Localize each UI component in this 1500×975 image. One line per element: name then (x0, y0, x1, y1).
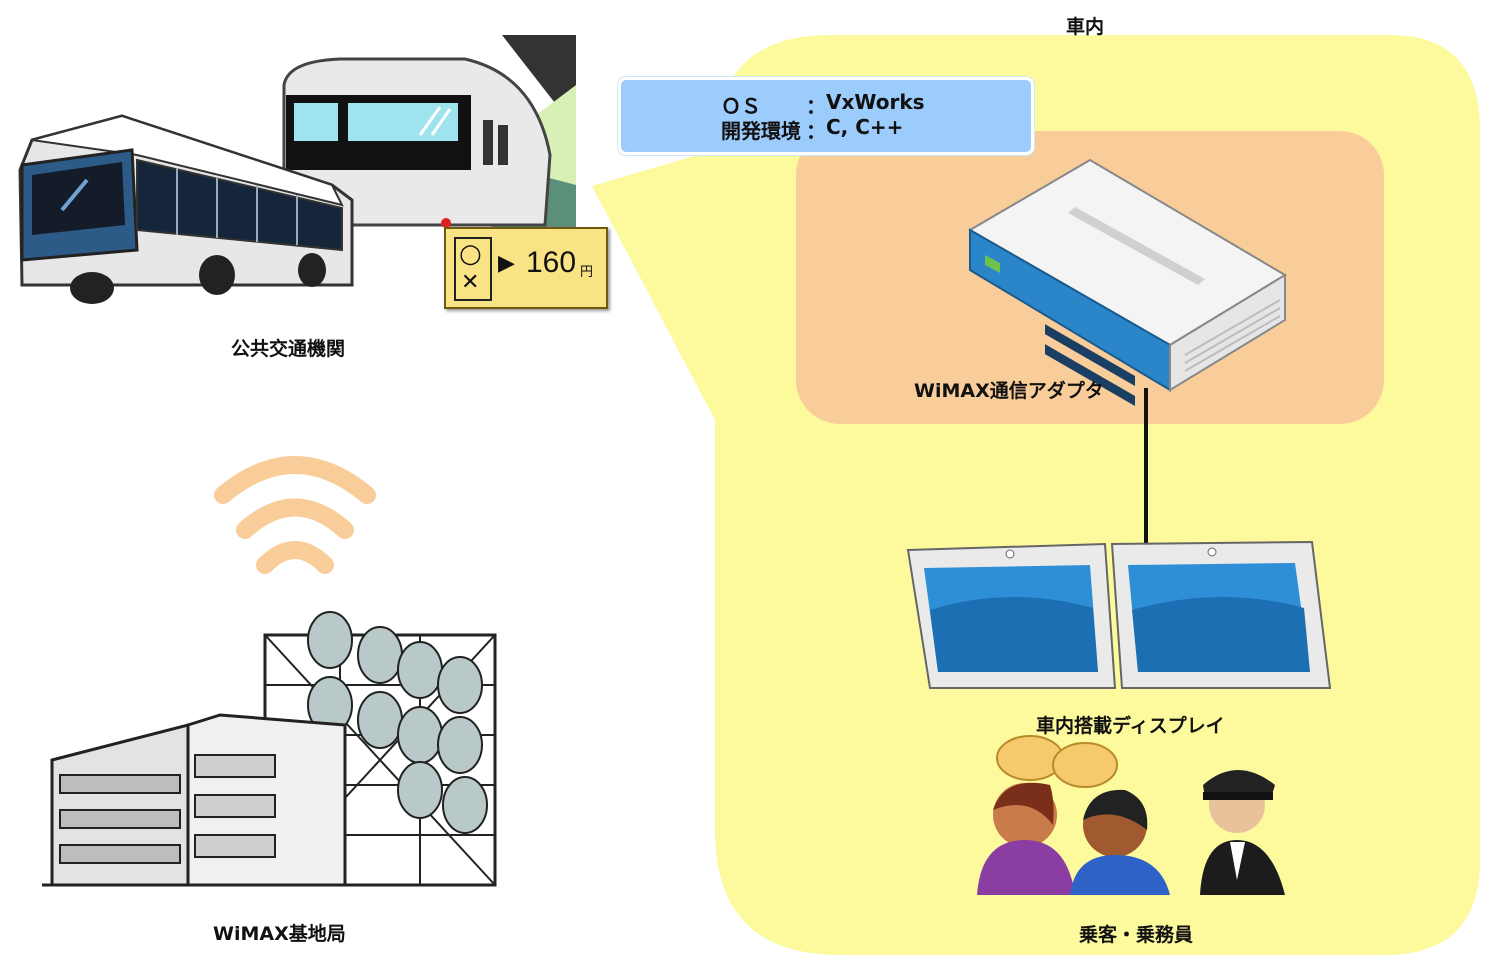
fare-sign: ○ ✕ ▶ 160 円 (444, 227, 608, 309)
display-label: 車内搭載ディスプレイ (1036, 715, 1225, 737)
connection-line (1144, 388, 1148, 544)
in-car-label: 車内 (1066, 16, 1105, 38)
public-transport-label: 公共交通機関 (231, 338, 346, 360)
dev-value: C, C++ (826, 115, 904, 139)
fare-unit: 円 (580, 265, 594, 280)
arrow-icon: ▶ (498, 251, 515, 276)
display-icon (906, 540, 1332, 689)
adapter-label: WiMAX通信アダプタ (914, 380, 1104, 402)
base-station-label: WiMAX基地局 (213, 923, 346, 945)
fare-amount: 160 (526, 246, 577, 279)
train-icon (282, 35, 576, 235)
os-key: ＯＳ (721, 94, 761, 118)
dev-sep: ： (806, 119, 826, 143)
base-station-icon (42, 611, 497, 887)
os-value: VxWorks (826, 90, 925, 114)
bus-icon (18, 114, 354, 304)
people-label: 乗客・乗務員 (1079, 924, 1194, 946)
cross-icon: ✕ (461, 270, 480, 295)
signal-icon (214, 456, 376, 574)
spec-box: ＯＳ ： VxWorks 開発環境 ： C, C++ (618, 77, 1034, 155)
router-icon (968, 158, 1287, 407)
circle-icon: ○ (459, 239, 482, 269)
dev-key: 開発環境 (721, 119, 801, 143)
os-sep: ： (806, 94, 826, 118)
fare-sign-symbols: ○ ✕ (454, 237, 492, 301)
passengers-crew-icon (977, 735, 1285, 895)
